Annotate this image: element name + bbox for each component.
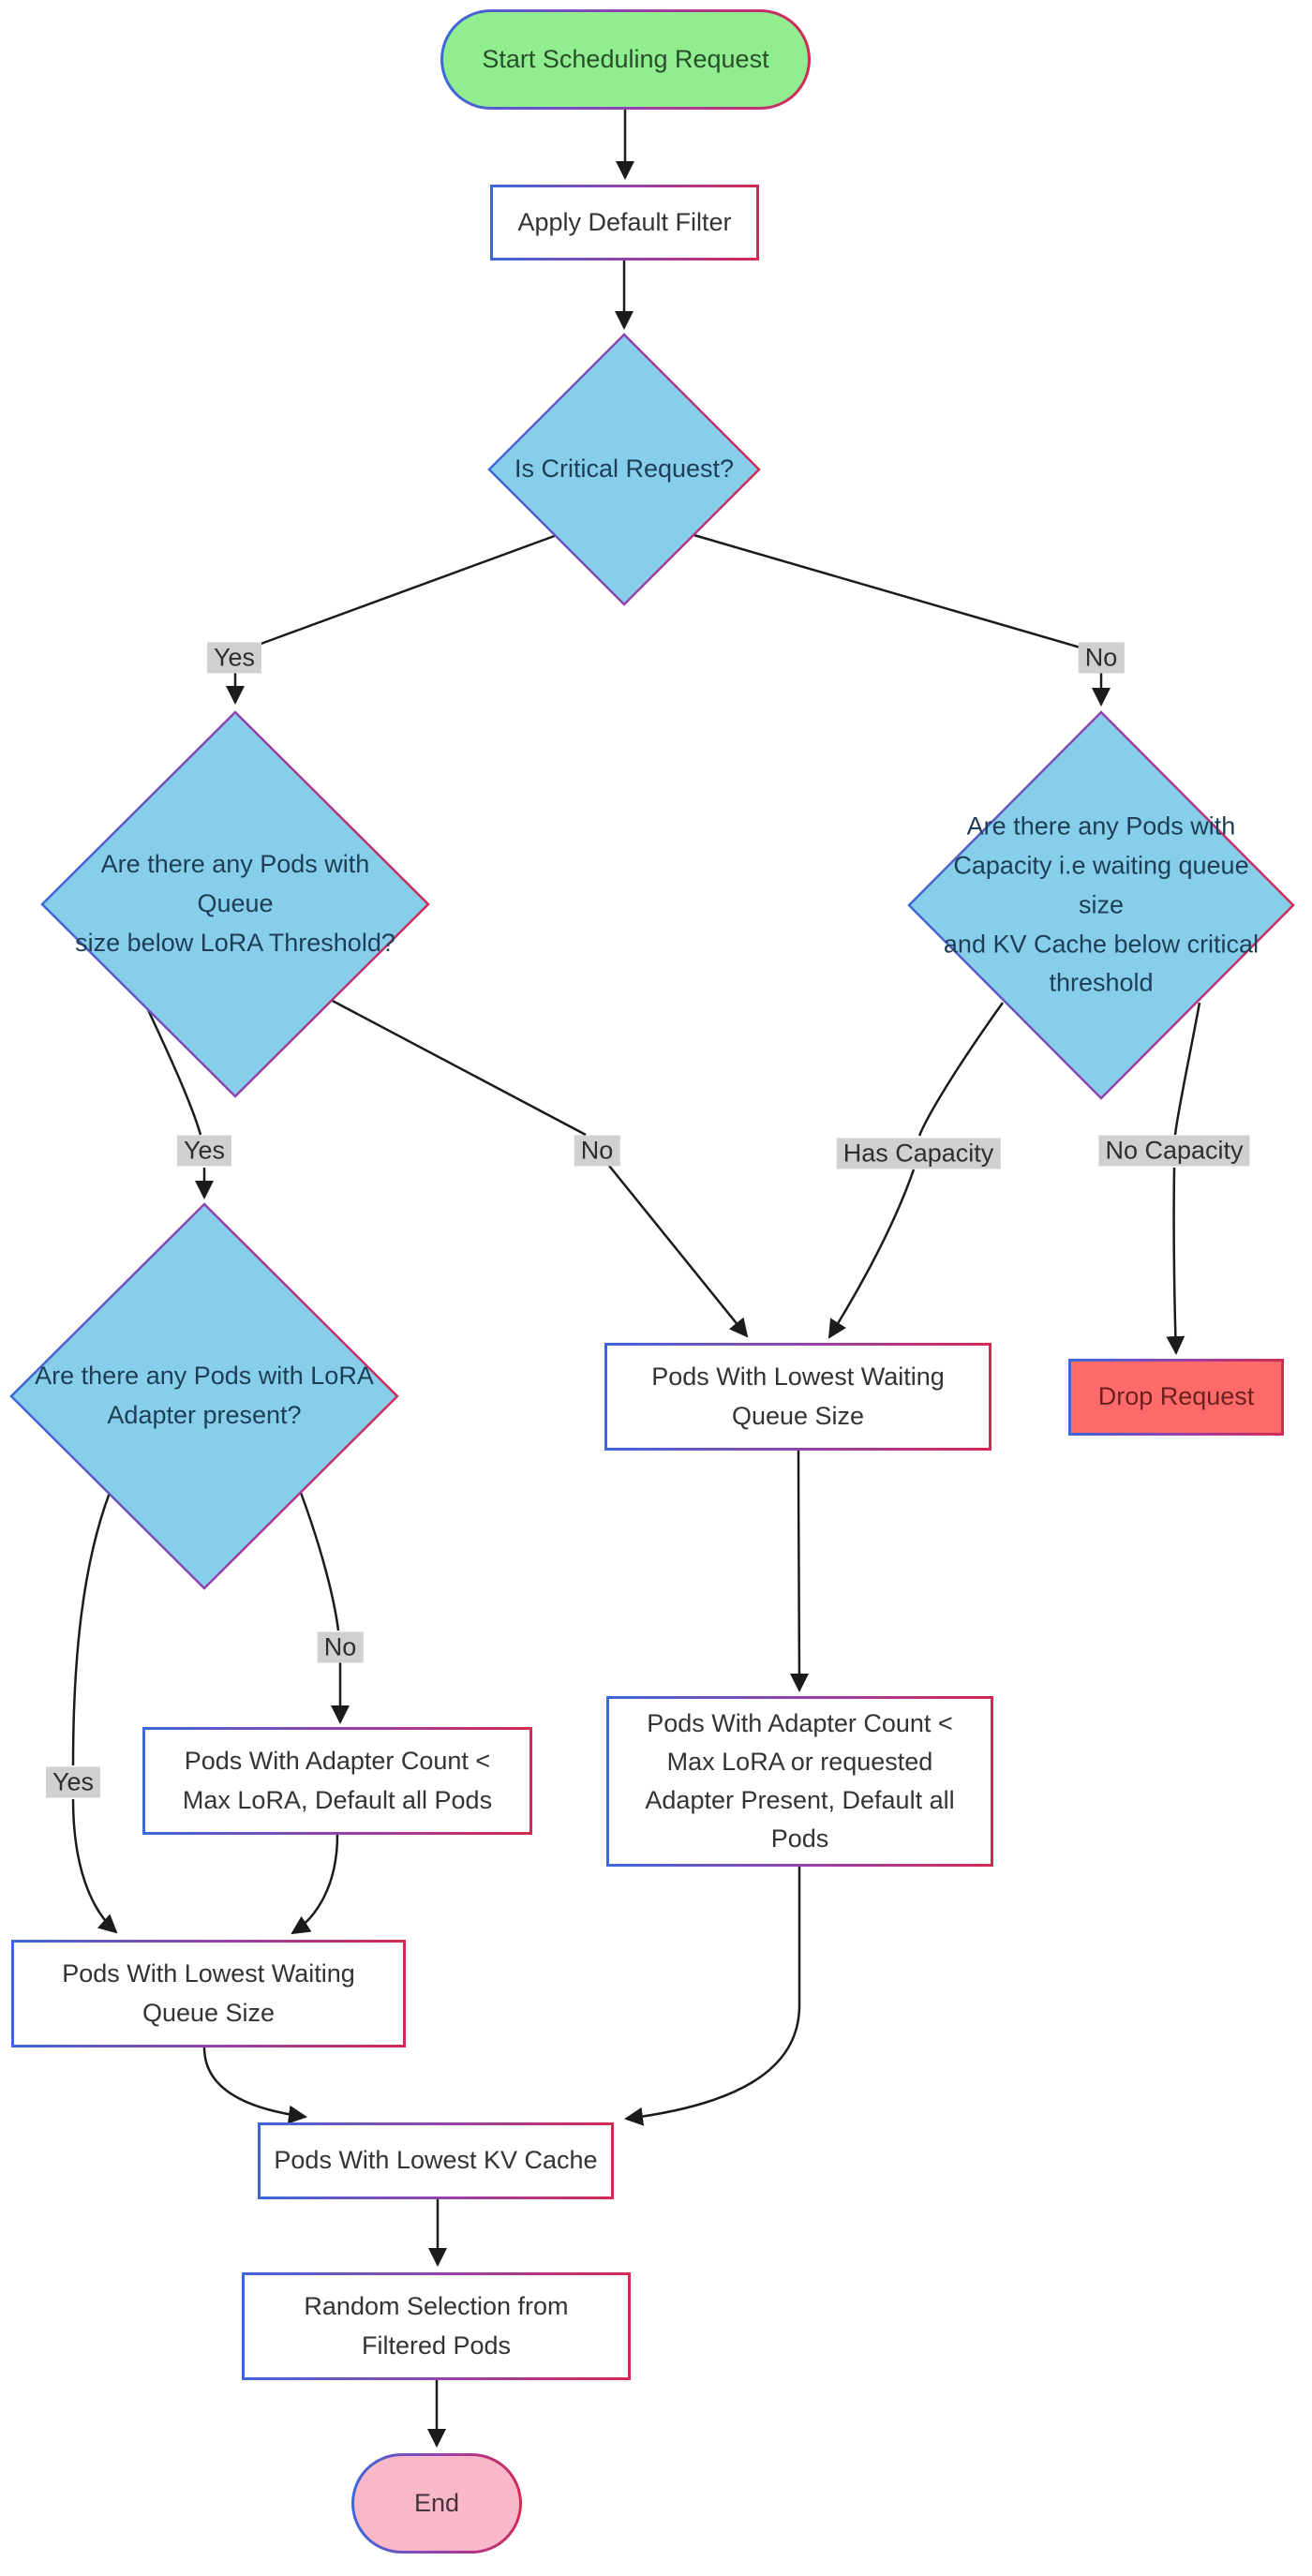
- is-critical-label: Is Critical Request?: [514, 454, 735, 484]
- edge-adaptercount-to-leftqueue: [291, 1834, 339, 1935]
- decision-pods-capacity: [907, 710, 1295, 1100]
- edge-label-adapter-no: No: [317, 1631, 364, 1663]
- apply-default-filter-node: Apply Default Filter: [490, 185, 759, 261]
- decision-is-critical: [487, 333, 761, 606]
- lowest-kv-cache-node: Pods With Lowest KV Cache: [258, 2122, 614, 2199]
- edge-label-queue-yes: Yes: [176, 1135, 232, 1167]
- adapter-count-or-requested-node: Pods With Adapter Count < Max LoRA or re…: [606, 1696, 993, 1867]
- start-node: Start Scheduling Request: [440, 9, 811, 110]
- edge-leftqueue-to-kv: [202, 2047, 307, 2124]
- edge-no-capacity-b: [1166, 1167, 1185, 1355]
- edge-label-critical-yes: Yes: [206, 642, 262, 674]
- lora-adapter-present-label: Are there any Pods with LoRA Adapter pre…: [35, 1362, 374, 1429]
- edge-queue-yes-a: [142, 999, 202, 1136]
- edge-label-queue-no: No: [574, 1135, 620, 1167]
- edge-centerqueue-to-adapterbox: [789, 1450, 809, 1692]
- pods-capacity-label: Are there any Pods with Capacity i.e wai…: [943, 812, 1260, 997]
- random-selection-node: Random Selection from Filtered Pods: [242, 2272, 631, 2380]
- edge-adapter-yes-a: [71, 1492, 112, 1766]
- decision-queue-below-lora: [40, 710, 430, 1098]
- end-node: End: [351, 2453, 522, 2554]
- edge-queue-no-b: [608, 1165, 749, 1338]
- edge-label-critical-no: No: [1078, 642, 1125, 674]
- lowest-queue-left-node: Pods With Lowest Waiting Queue Size: [11, 1940, 406, 2047]
- edge-has-capacity-a: [917, 1002, 1005, 1137]
- edge-label-no-capacity: No Capacity: [1098, 1135, 1250, 1167]
- edge-label-has-capacity: Has Capacity: [836, 1138, 1001, 1169]
- edge-adapterbox-to-kv: [624, 1867, 801, 2126]
- edge-has-capacity-b: [827, 1169, 916, 1339]
- lowest-queue-center-node: Pods With Lowest Waiting Queue Size: [604, 1343, 991, 1451]
- adapter-count-node: Pods With Adapter Count < Max LoRA, Defa…: [142, 1727, 532, 1835]
- edge-no-capacity-a: [1173, 1002, 1201, 1136]
- edge-queue-no-a: [328, 997, 587, 1137]
- decision-lora-adapter-present: [9, 1202, 399, 1590]
- edge-adapter-no-a: [299, 1492, 340, 1631]
- edge-label-adapter-yes: Yes: [45, 1766, 101, 1798]
- edge-critical-yes-a: [245, 532, 560, 651]
- edge-critical-no-a: [690, 532, 1091, 652]
- drop-request-node: Drop Request: [1068, 1359, 1284, 1436]
- queue-below-lora-label: Are there any Pods with Queue size below…: [75, 850, 395, 957]
- edge-adapter-yes-b: [71, 1798, 118, 1934]
